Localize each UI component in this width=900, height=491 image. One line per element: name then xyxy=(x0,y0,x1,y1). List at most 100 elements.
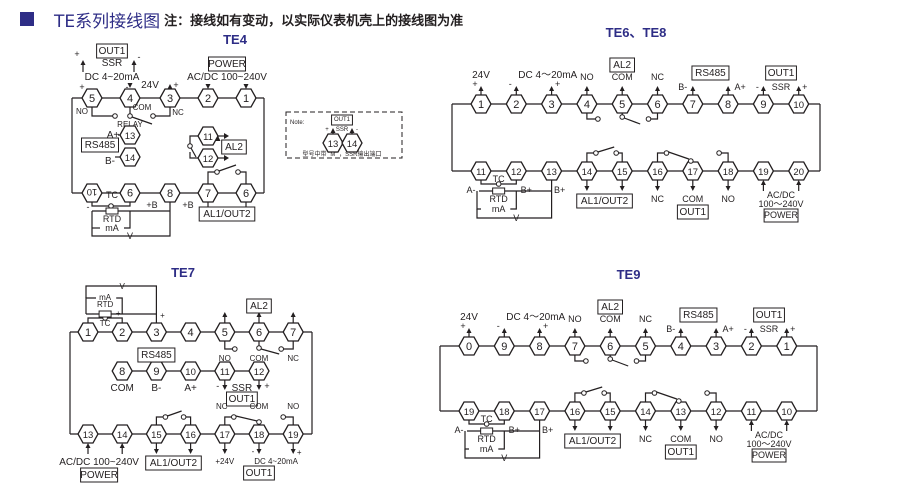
te4-24v-label: 24V xyxy=(141,80,159,91)
te7-no2-label: NO xyxy=(287,402,299,411)
terminal-number: 17 xyxy=(688,167,699,178)
te6-acdc-label: AC/DC xyxy=(767,190,796,200)
arrow-head xyxy=(349,128,355,133)
te7-al2-label: AL2 xyxy=(250,301,268,312)
terminal-number: 6 xyxy=(256,327,262,339)
terminal-hex xyxy=(493,336,516,356)
arrow-head xyxy=(643,328,648,333)
wire xyxy=(476,191,553,219)
te9-terminal-13: 13 xyxy=(670,401,692,421)
arrow-head xyxy=(290,312,296,317)
te6-terminal-9: 9 xyxy=(752,94,775,114)
terminal-hex xyxy=(145,424,168,444)
te9-nc2-label: NC xyxy=(639,434,652,444)
rtd-resistor-icon xyxy=(105,207,119,215)
te7-terminal-14: 14 xyxy=(111,424,133,444)
terminal-hex xyxy=(670,336,692,356)
arrow-head xyxy=(690,86,696,91)
terminal-hex xyxy=(717,94,739,114)
te7-al2-label-box xyxy=(246,298,272,314)
note-ssr-label: SSR xyxy=(336,127,349,133)
wire xyxy=(116,297,123,314)
te4-bminus-label: B- xyxy=(105,156,115,167)
terminal-number: 14 xyxy=(582,167,593,178)
contact xyxy=(593,150,599,156)
te4-power-label-box xyxy=(208,56,246,72)
label: - xyxy=(756,82,759,92)
te7-terminal-11: 11 xyxy=(214,361,236,381)
terminal-hex xyxy=(197,183,219,203)
wire xyxy=(638,355,647,362)
terminal-hex xyxy=(611,94,633,114)
te9-terminal-0: 0 xyxy=(458,336,480,356)
note-title: Note: xyxy=(290,120,305,126)
te4-terminal-7: 7 xyxy=(197,183,219,203)
te6-terminal-20: 20 xyxy=(787,161,810,181)
te6-terminal-4: 4 xyxy=(576,94,598,114)
terminal-number: 1 xyxy=(478,99,484,111)
te4-com-label: COM xyxy=(133,103,152,112)
terminal-hex xyxy=(214,424,236,444)
terminal-number: 19 xyxy=(288,430,299,441)
terminal-number: 5 xyxy=(89,93,95,105)
te6-rs485-label: RS485 xyxy=(695,68,726,79)
te4-al2-switch xyxy=(190,147,197,158)
wire xyxy=(155,107,171,117)
terminal-hex xyxy=(81,183,103,203)
te4-tc-label: TC xyxy=(106,190,118,200)
wire xyxy=(91,107,113,117)
terminal-hex xyxy=(528,401,551,421)
arrow-head xyxy=(713,328,719,333)
te4-ma-label: mA xyxy=(105,223,119,233)
arrow-head xyxy=(131,60,137,65)
te9-al2-label-box xyxy=(597,299,624,315)
wire xyxy=(656,152,665,162)
terminal-hex xyxy=(470,94,492,114)
contact xyxy=(162,414,169,420)
te7-terminal-3: 3 xyxy=(145,322,168,342)
terminal-number: 14 xyxy=(117,430,128,441)
te9-aminus-label: A- xyxy=(455,425,464,435)
arrow-head xyxy=(466,328,472,333)
contact xyxy=(619,114,626,120)
label: + xyxy=(325,127,329,133)
label: - xyxy=(138,52,141,62)
wire xyxy=(709,392,717,402)
wire xyxy=(285,416,294,425)
arrow-head xyxy=(222,312,228,317)
terminal-number: 12 xyxy=(711,407,722,418)
terminal-hex xyxy=(119,88,141,108)
terminal-number: 17 xyxy=(220,430,231,441)
terminal-number: 12 xyxy=(203,154,214,165)
wire xyxy=(189,152,198,159)
te6-al2-switch xyxy=(623,117,641,125)
contact xyxy=(180,414,187,420)
arrow-head xyxy=(330,128,336,133)
te4-al2-label-box xyxy=(221,139,247,155)
terminal-hex xyxy=(248,361,270,381)
wire xyxy=(124,211,131,229)
terminal-hex xyxy=(119,183,141,203)
note-terminal-13: 13 xyxy=(322,133,344,153)
te6-terminal-2: 2 xyxy=(505,94,528,114)
arrow-head xyxy=(224,133,229,139)
arrow-head xyxy=(256,312,262,317)
terminal-number: 15 xyxy=(151,430,162,441)
te7-out1-switch xyxy=(235,415,258,422)
te6-out1-label: OUT1 xyxy=(768,68,795,79)
te7-terminal-8: 8 xyxy=(111,361,133,381)
terminal-number: 9 xyxy=(127,186,133,198)
label: + xyxy=(297,448,302,457)
te4-power-label: POWER xyxy=(208,59,246,70)
arrow-head xyxy=(215,136,221,141)
te9-terminal-17: 17 xyxy=(528,401,551,421)
arrow-head xyxy=(607,426,613,431)
arrow-head xyxy=(572,328,578,333)
te9-dc-label: DC 4～20mA xyxy=(506,312,565,323)
te9-terminal-16: 16 xyxy=(564,401,586,421)
terminal-number: 13 xyxy=(328,139,339,150)
contact xyxy=(645,116,652,122)
note-terminal-14: 14 xyxy=(341,133,363,153)
te6-rtd-label: RTD xyxy=(489,194,508,204)
